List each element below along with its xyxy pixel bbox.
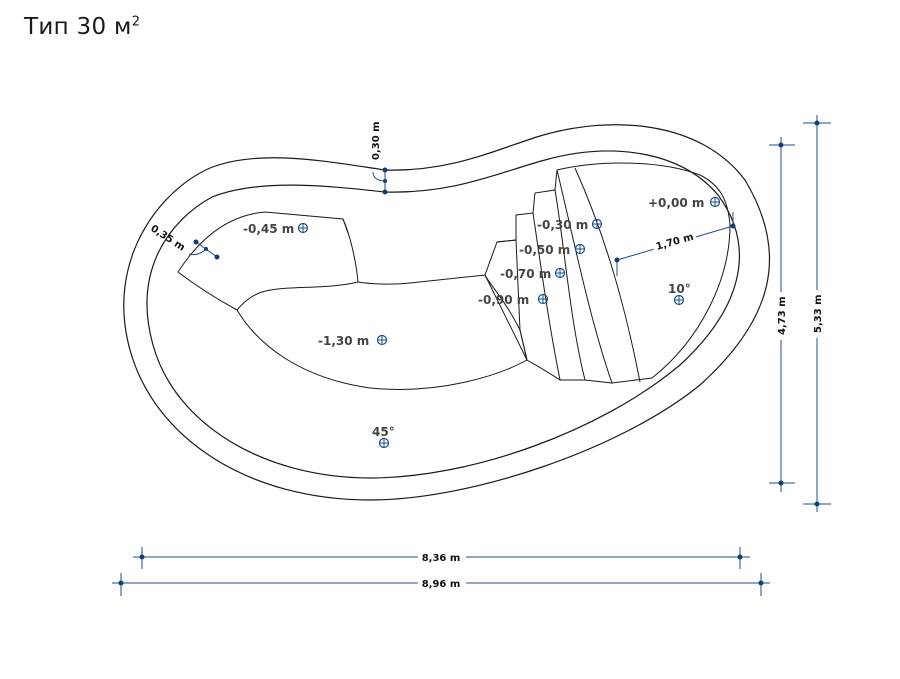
dim-rim-top: 0,30 m: [371, 121, 388, 195]
angle-marker-1: 10°: [668, 282, 691, 306]
title-superscript: 2: [131, 14, 141, 30]
depth-marker-1: -0,30 m: [537, 218, 603, 232]
depth-label-6: -1,30 m: [318, 334, 369, 348]
depth-label-2: -0,50 m: [519, 243, 570, 257]
ledge-edge-line: [342, 218, 349, 234]
angle-label-1: 10°: [668, 282, 691, 296]
rim-top-label: 0,30 m: [371, 121, 382, 160]
step-4: [554, 169, 613, 384]
depth-label-4: -0,90 m: [478, 293, 529, 307]
dim-length-outer: 8,96 m: [112, 573, 770, 596]
depth-label-1: -0,30 m: [537, 218, 588, 232]
title-text: Тип 30 м: [24, 14, 132, 40]
rim-left-label: 0,35 m: [148, 223, 186, 253]
width-outer-label: 5,33 m: [813, 294, 824, 333]
step-1: [484, 239, 528, 361]
pool-outer-outline: [123, 124, 771, 501]
angle-marker-2: 45°: [372, 425, 395, 449]
width-inner-label: 4,73 m: [777, 296, 788, 335]
dim-width-outer: 5,33 m: [803, 115, 831, 512]
depth-marker-4: -0,90 m: [478, 293, 549, 307]
depth-label-0: +0,00 m: [648, 196, 704, 210]
step-2: [496, 212, 561, 382]
depth-marker-3: -0,70 m: [500, 267, 566, 281]
shallow-ledge: [177, 211, 359, 311]
depth-marker-2: -0,50 m: [519, 243, 586, 257]
page-title: Тип 30 м2: [24, 14, 140, 40]
dim-length-inner: 8,36 m: [133, 547, 750, 569]
step-3: [532, 189, 586, 381]
dim-width-inner: 4,73 m: [769, 137, 795, 492]
depth-marker-5: -0,45 m: [243, 222, 309, 236]
step-top: [556, 162, 731, 384]
depth-label-5: -0,45 m: [243, 222, 294, 236]
depth-marker-0: +0,00 m: [648, 196, 721, 210]
angle-label-2: 45°: [372, 425, 395, 439]
dim-rim-left: 0,35 m: [148, 223, 220, 260]
pool-inner-outline: [146, 150, 740, 479]
depth-label-3: -0,70 m: [500, 267, 551, 281]
step-arc-line: [574, 167, 641, 383]
dim-steps-width: 1,70 m: [614, 212, 736, 276]
length-outer-label: 8,96 m: [422, 579, 461, 590]
deep-area: [236, 274, 528, 390]
length-inner-label: 8,36 m: [422, 553, 461, 564]
depth-marker-6: -1,30 m: [318, 334, 388, 348]
